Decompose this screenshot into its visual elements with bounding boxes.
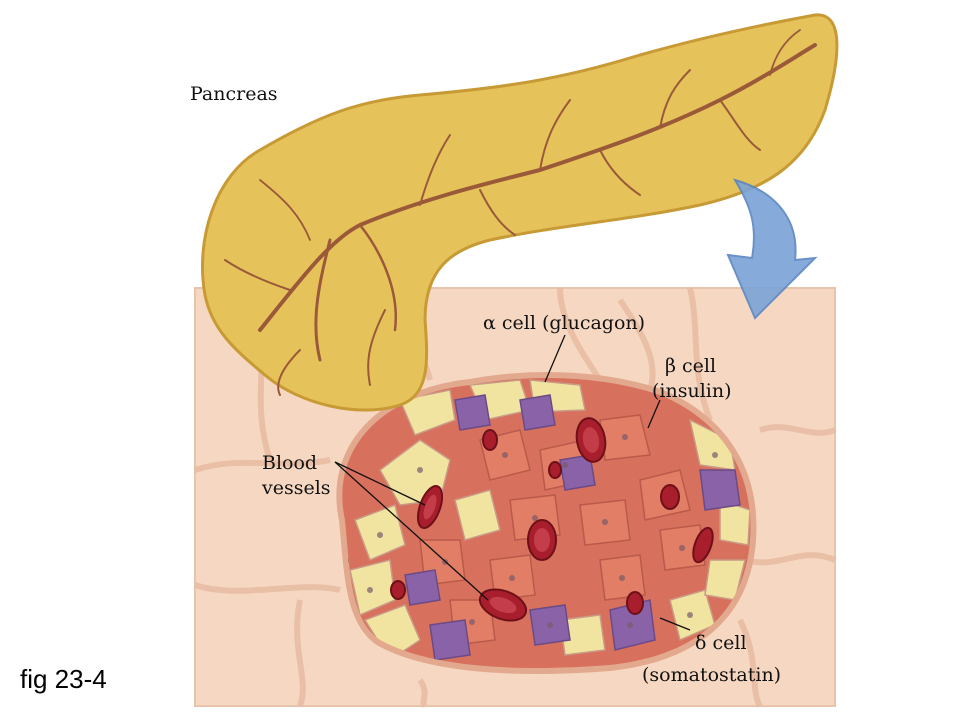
label-leader-lines — [334, 334, 691, 631]
delta-cells — [404, 394, 741, 661]
blood-vessels-label-line2: vessels — [262, 477, 331, 499]
delta-cell-leader — [659, 617, 691, 631]
islet-cells — [342, 377, 751, 669]
pancreas-label: Pancreas — [190, 83, 278, 105]
blood-vessels-label-line1: Blood — [262, 452, 318, 474]
zoom-arrow-icon — [726, 178, 818, 320]
figure-label: fig 23-4 — [20, 664, 107, 694]
alpha-cell-leader — [544, 334, 566, 383]
tissue-cell-outlines — [194, 287, 837, 708]
beta-cell-label: β cell — [665, 355, 717, 377]
cell-nuclei — [367, 434, 718, 628]
delta-cell-label: δ cell — [695, 632, 747, 654]
beta-cell-leader — [647, 399, 661, 429]
blood-vessel-lumens — [423, 427, 600, 614]
alpha-cell-label: α cell (glucagon) — [483, 312, 646, 334]
blood-vessel-leader-1 — [334, 461, 426, 506]
beta-hormone-label: (insulin) — [652, 380, 732, 402]
delta-hormone-label: (somatostatin) — [642, 664, 782, 686]
blood-vessel-leader-2 — [334, 461, 489, 601]
pancreatic-duct — [224, 29, 817, 396]
pancreas-organ — [201, 13, 839, 412]
